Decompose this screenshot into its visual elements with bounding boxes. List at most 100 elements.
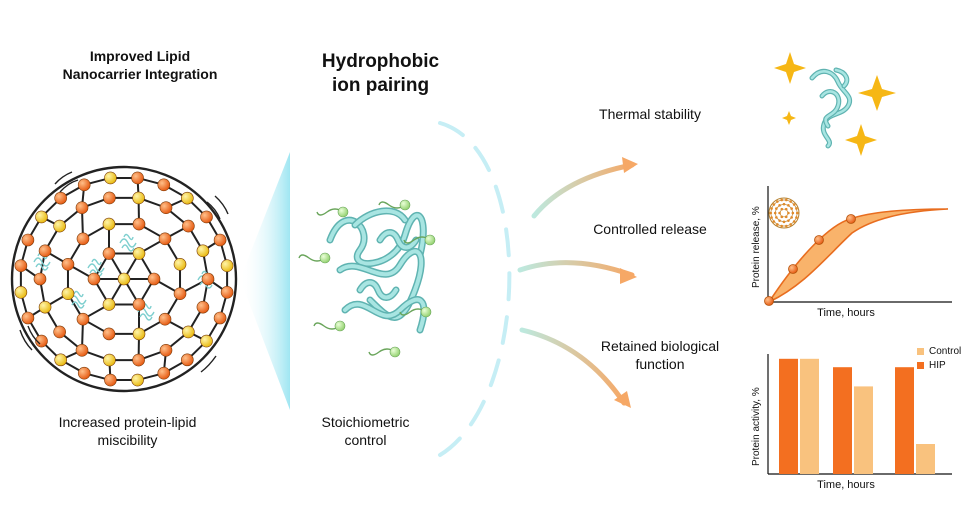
lipid-node [132, 298, 146, 311]
lipid-node [102, 247, 116, 260]
lipid-node [132, 217, 146, 231]
sparkle-icon [845, 124, 877, 156]
lipid-node [76, 232, 90, 246]
release-point [764, 296, 774, 306]
title-hydrophobic-ion-pairing: Hydrophobic ion pairing [321, 51, 440, 96]
lipid-node [131, 171, 144, 185]
lipid-nanocarrier-sphere [10, 165, 238, 393]
lipid-node [38, 244, 52, 258]
encapsulated-protein-icon [119, 233, 137, 252]
caption-protein-lipid-miscibility: Increased protein-lipid miscibility [58, 414, 197, 448]
lipid-node [157, 366, 171, 380]
legend-hip: HIP [917, 360, 946, 371]
lipid-node [103, 191, 116, 205]
lipid-node [21, 233, 35, 247]
lipid-node [104, 171, 117, 185]
lipid-node [201, 272, 215, 286]
lipid-node [76, 312, 90, 326]
bar-hip [895, 367, 914, 474]
lipid-node [61, 287, 75, 301]
vibration-marks-icon [19, 171, 229, 373]
legend-swatch-hip [917, 362, 924, 369]
lipid-node [158, 312, 172, 326]
activity-chart-ylabel: Protein activity, % [751, 387, 762, 466]
legend-swatch-control [917, 348, 924, 355]
lipid-node [14, 259, 28, 272]
bar-hip [833, 367, 852, 474]
lipid-node [75, 201, 89, 215]
legend-label-control: Control [929, 346, 962, 357]
counter-ion [319, 252, 331, 264]
lipid-node [35, 210, 48, 224]
lipid-node [14, 286, 28, 299]
lipid-node [117, 272, 131, 286]
lipid-node [103, 353, 116, 367]
encapsulated-protein-icon [87, 258, 105, 277]
lipid-node [132, 327, 146, 341]
lipid-node [196, 300, 210, 314]
lipid-node [181, 353, 194, 367]
sparkle-icon [774, 52, 806, 84]
bar-control [854, 386, 873, 474]
release-point [788, 264, 798, 274]
lipid-node [213, 233, 227, 247]
lipid-node [213, 311, 227, 325]
release-point [814, 235, 824, 245]
lipid-node [54, 191, 67, 205]
lipid-node [132, 353, 145, 367]
legend-control: Control [917, 346, 961, 357]
lipid-node [77, 366, 91, 380]
outcome-controlled-release: Controlled release [593, 221, 707, 237]
lipid-node [200, 334, 213, 348]
release-point [846, 214, 856, 224]
lipid-node [104, 373, 117, 387]
dashed-arc [438, 121, 512, 457]
activity-chart-xlabel: Time, hours [817, 479, 875, 491]
bar-hip [779, 358, 798, 474]
lipid-node [182, 219, 195, 233]
release-chart-ylabel: Protein release, % [751, 206, 762, 288]
lipid-node [33, 272, 47, 286]
lipid-node [35, 334, 48, 348]
lipid-node [21, 311, 35, 325]
lipid-node [102, 327, 116, 341]
thermal-stability-icon [774, 52, 896, 156]
outcome-retained-function: Retained biological function [600, 338, 720, 372]
counter-ion [337, 206, 349, 218]
lipid-node [158, 232, 172, 246]
bar-control [800, 358, 819, 474]
lipid-node [157, 178, 171, 192]
lipid-node [181, 191, 194, 205]
lipid-node [53, 325, 66, 339]
counter-ion [420, 306, 432, 318]
counter-ion [399, 199, 411, 211]
outcome-thermal-stability: Thermal stability [599, 106, 701, 122]
outcome-arrow-release [517, 260, 637, 284]
bar-control [916, 444, 935, 474]
counter-ion [389, 346, 401, 358]
counter-ion [424, 234, 436, 246]
release-band [766, 208, 949, 304]
protein-ion-pair-structure [298, 199, 436, 358]
lipid-node [182, 325, 195, 339]
outcome-arrow-bio [519, 327, 631, 408]
lipid-node [38, 300, 52, 314]
lipid-node [196, 244, 210, 258]
sparkle-icon [782, 111, 796, 125]
lipid-node [173, 257, 187, 271]
lipid-node [147, 272, 161, 286]
release-chart-xlabel: Time, hours [817, 307, 875, 319]
lipid-node [173, 287, 187, 301]
lipid-node [102, 298, 116, 311]
lipid-node [87, 272, 101, 286]
lipid-node [159, 343, 173, 357]
caption-stoichiometric-control: Stoichiometric control [321, 414, 410, 448]
lipid-node [102, 217, 116, 231]
mini-nanocarrier-icon [768, 197, 800, 229]
sparkle-icon [858, 75, 896, 111]
activity-chart [767, 354, 952, 475]
integration-cone [240, 152, 290, 410]
lipid-node [220, 286, 234, 299]
